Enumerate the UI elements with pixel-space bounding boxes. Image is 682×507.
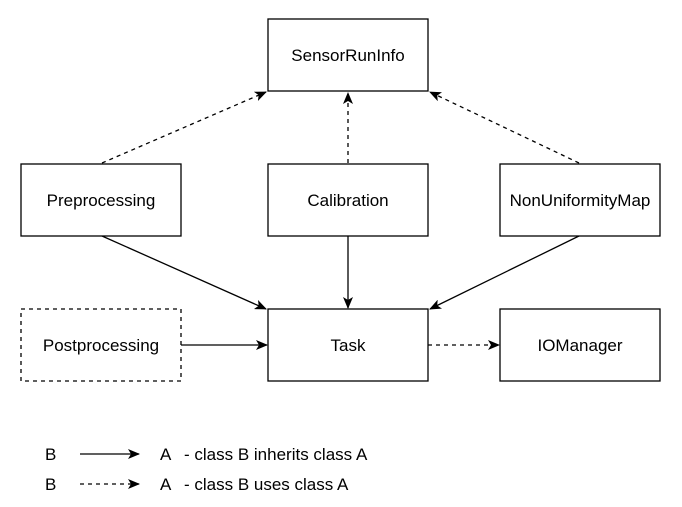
node-preprocessing-label: Preprocessing xyxy=(47,191,156,210)
node-sensorruninfo: SensorRunInfo xyxy=(267,18,429,92)
node-calibration: Calibration xyxy=(267,163,429,237)
edges xyxy=(101,91,580,350)
legend-uses-target: A xyxy=(160,475,172,494)
node-iomanager-label: IOManager xyxy=(537,336,622,355)
node-task: Task xyxy=(267,308,429,382)
legend-inherits-text: - class B inherits class A xyxy=(184,445,368,464)
legend-uses-source: B xyxy=(45,475,56,494)
edge-nonuniformitymap-uses-sensorruninfo xyxy=(429,91,580,164)
legend-row-uses: B A - class B uses class A xyxy=(45,475,349,494)
legend-inherits-target: A xyxy=(160,445,172,464)
node-task-label: Task xyxy=(331,336,366,355)
legend-inherits-source: B xyxy=(45,445,56,464)
node-nonuniformitymap-label: NonUniformityMap xyxy=(510,191,651,210)
legend: B A - class B inherits class A B A - cla… xyxy=(45,445,368,494)
node-nonuniformitymap: NonUniformityMap xyxy=(499,163,661,237)
node-postprocessing: Postprocessing xyxy=(20,308,182,382)
edge-preprocessing-uses-sensorruninfo xyxy=(101,91,267,164)
node-postprocessing-label: Postprocessing xyxy=(43,336,159,355)
node-preprocessing: Preprocessing xyxy=(20,163,182,237)
legend-row-inherits: B A - class B inherits class A xyxy=(45,445,368,464)
node-iomanager: IOManager xyxy=(499,308,661,382)
node-sensorruninfo-label: SensorRunInfo xyxy=(291,46,404,65)
edge-preprocessing-inherits-task xyxy=(101,235,267,310)
legend-uses-text: - class B uses class A xyxy=(184,475,349,494)
node-calibration-label: Calibration xyxy=(307,191,388,210)
edge-nonuniformitymap-inherits-task xyxy=(429,235,580,310)
